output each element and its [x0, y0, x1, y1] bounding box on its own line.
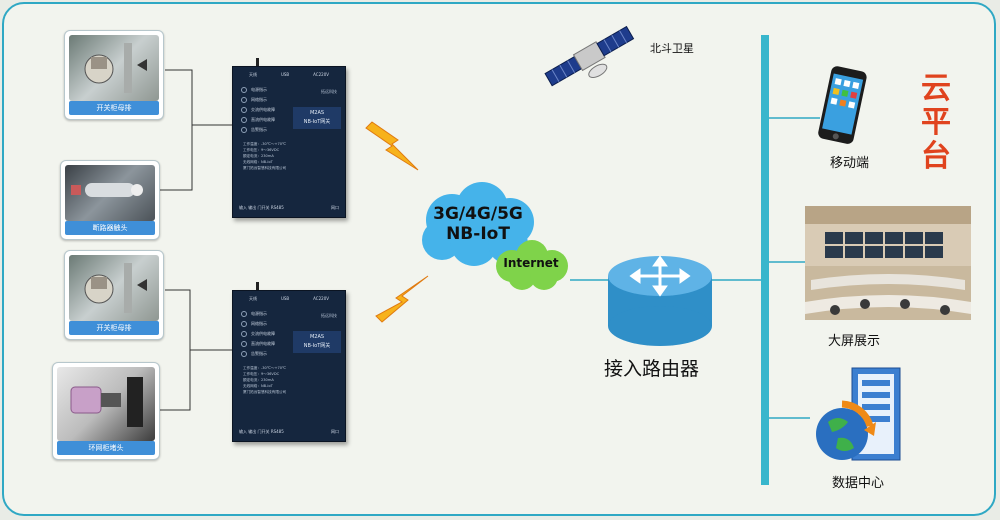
sensor-photo: [69, 35, 159, 101]
spec-line: 工作电压：9～36VDC: [243, 148, 280, 152]
device-led-list: 电源指示 网络指示 交流供电故障 直流供电故障 告警指示: [241, 309, 275, 359]
connector-card4: [160, 350, 191, 411]
sensor-card-4: 环网柜堵头: [52, 362, 160, 460]
device-top-labels: 天线 USB AC220V: [237, 70, 341, 79]
led-label: 网络指示: [241, 95, 275, 105]
antenna-icon: [256, 282, 259, 292]
cloud-line1: 3G/4G/5G: [433, 204, 523, 224]
device-model: M2AS NB-IoT网关: [293, 107, 341, 129]
spec-line: 额定电流：230mA: [243, 154, 274, 158]
device-port-label: USB: [280, 296, 290, 301]
antenna-icon: [256, 58, 259, 68]
device-io-label: 输入 输出 门开关 RS485: [239, 205, 284, 210]
device-brand: 拓远科技: [321, 89, 337, 94]
cloud-platform-title: 云平台: [921, 71, 951, 174]
satellite-label: 北斗卫星: [650, 42, 694, 55]
breaker-contact-icon: [71, 183, 143, 197]
busbar-sensor-icon: [84, 43, 147, 93]
led-label: 交流供电故障: [241, 105, 275, 115]
ring-main-plug-icon: [70, 377, 143, 427]
mobile-phone-icon: [818, 66, 867, 144]
lightning-icon-top: [365, 121, 419, 171]
control-room-icon: [805, 206, 971, 320]
internet-label: Internet: [503, 256, 559, 270]
card-caption: 环网柜堵头: [57, 441, 155, 455]
spec-line: 额定电流：230mA: [243, 378, 274, 382]
led-label: 电源指示: [241, 85, 275, 95]
device-port-label: AC220V: [313, 72, 329, 77]
model-line2: NB-IoT网关: [303, 343, 331, 349]
device-lan-label: 网口: [331, 429, 339, 434]
device-top-labels: 天线 USB AC220V: [237, 294, 341, 303]
busbar-sensor-icon: [84, 263, 147, 313]
led-label: 网络指示: [241, 319, 275, 329]
datacenter-label: 数据中心: [832, 476, 885, 491]
model-line1: M2AS: [309, 110, 325, 116]
connector-card2: [150, 125, 193, 191]
router-icon: [608, 255, 712, 346]
connector-card3: [165, 289, 232, 351]
gateway-device-1: 天线 USB AC220V 电源指示 网络指示 交流供电故障 直流供电故障 告警…: [232, 66, 346, 218]
led-label: 告警指示: [241, 125, 275, 135]
connector-card1: [165, 69, 232, 126]
satellite-icon: [544, 25, 635, 87]
spec-line: 无线网络：NB-IoT: [243, 160, 273, 164]
led-label: 直流供电故障: [241, 115, 275, 125]
led-label: 交流供电故障: [241, 329, 275, 339]
internet-cloud-icon: [496, 240, 568, 290]
led-label: 告警指示: [241, 349, 275, 359]
device-model: M2AS NB-IoT网关: [293, 331, 341, 353]
spec-line: 工作温度：-30℃～+70℃: [243, 366, 287, 370]
sensor-photo: [65, 165, 155, 221]
device-specs: 工作温度：-30℃～+70℃ 工作电压：9～36VDC 额定电流：230mA 无…: [243, 365, 286, 395]
mobile-label: 移动端: [830, 156, 870, 171]
sensor-photo: [57, 367, 155, 441]
sensor-card-1: 开关柜母排: [64, 30, 164, 120]
cloud-icon: [422, 182, 534, 266]
cloud-network-text: 3G/4G/5G NB-IoT: [414, 204, 542, 244]
sensor-card-2: 断路器触头: [60, 160, 160, 240]
lightning-icon-bottom: [375, 275, 429, 323]
device-lan-label: 网口: [331, 205, 339, 210]
network-bus: [761, 35, 769, 485]
device-port-label: AC220V: [313, 296, 329, 301]
card-caption: 开关柜母排: [69, 101, 159, 115]
spec-line: 无线网络：NB-IoT: [243, 384, 273, 388]
device-bottom-labels: 输入 输出 门开关 RS485 网口: [239, 429, 339, 435]
router-label: 接入路由器: [604, 358, 700, 380]
spec-line: 厦门拓远智慧科技有限公司: [243, 390, 287, 394]
card-caption: 开关柜母排: [69, 321, 159, 335]
data-center-icon: [816, 367, 901, 461]
device-led-list: 电源指示 网络指示 交流供电故障 直流供电故障 告警指示: [241, 85, 275, 135]
model-line1: M2AS: [309, 334, 325, 340]
display-label: 大屏展示: [828, 334, 881, 349]
device-specs: 工作温度：-30℃～+70℃ 工作电压：9～36VDC 额定电流：230mA 无…: [243, 141, 286, 171]
card-caption: 断路器触头: [65, 221, 155, 235]
spec-line: 工作电压：9～36VDC: [243, 372, 280, 376]
sensor-card-3: 开关柜母排: [64, 250, 164, 340]
spec-line: 工作温度：-30℃～+70℃: [243, 142, 287, 146]
device-port-label: 天线: [248, 71, 257, 77]
device-port-label: 天线: [248, 295, 257, 301]
model-line2: NB-IoT网关: [303, 119, 331, 125]
device-bottom-labels: 输入 输出 门开关 RS485 网口: [239, 205, 339, 211]
device-brand: 拓远科技: [321, 313, 337, 318]
sensor-photo: [69, 255, 159, 321]
device-port-label: USB: [280, 72, 290, 77]
cloud-line2: NB-IoT: [446, 224, 510, 244]
led-label: 电源指示: [241, 309, 275, 319]
device-io-label: 输入 输出 门开关 RS485: [239, 429, 284, 434]
gateway-device-2: 天线 USB AC220V 电源指示 网络指示 交流供电故障 直流供电故障 告警…: [232, 290, 346, 442]
led-label: 直流供电故障: [241, 339, 275, 349]
spec-line: 厦门拓远智慧科技有限公司: [243, 166, 287, 170]
